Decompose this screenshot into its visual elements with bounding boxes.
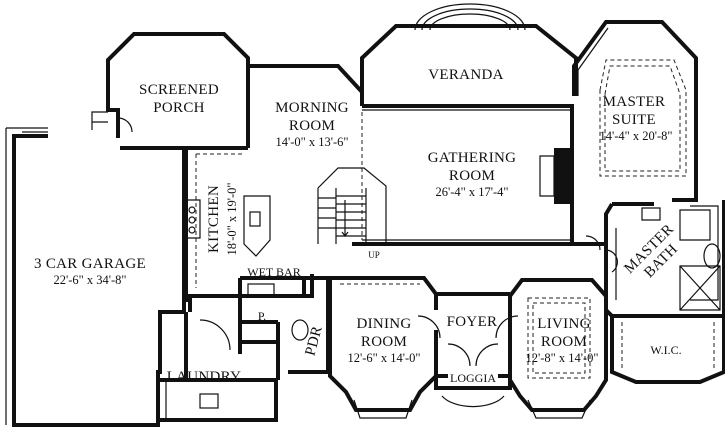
living-room-label-2: ROOM — [541, 334, 587, 350]
morning-room-label-1: MORNING — [275, 100, 349, 116]
morning-room-dims: 14'-0" x 13'-6" — [275, 135, 348, 149]
living-room-dims: 12'-8" x 14'-0" — [525, 351, 598, 365]
wic-label: W.I.C. — [650, 343, 681, 357]
master-suite-label-2: SUITE — [612, 112, 656, 128]
room-labels: SCREENED PORCH VERANDA MORNING ROOM 14'-… — [34, 67, 682, 385]
screened-porch-label-1: SCREENED — [139, 82, 219, 98]
screened-porch-walls — [106, 32, 250, 148]
pdr-label: PDR — [303, 324, 326, 357]
gathering-room-label-1: GATHERING — [428, 150, 517, 166]
laundry-walls — [158, 378, 278, 422]
veranda-label: VERANDA — [428, 67, 503, 83]
master-suite-walls — [572, 20, 698, 202]
loggia-label: LOGGIA — [450, 371, 496, 385]
garage-dims: 22'-6" x 34'-8" — [53, 273, 126, 287]
foyer-walls — [436, 292, 512, 378]
wet-bar-label: WET BAR — [247, 265, 300, 279]
master-bath-walls — [604, 200, 725, 318]
morning-room-walls — [186, 64, 364, 150]
kitchen-island — [243, 195, 271, 257]
stair — [317, 167, 387, 244]
pdr-walls — [288, 276, 330, 374]
wic-walls — [610, 316, 725, 384]
master-suite-label-1: MASTER — [603, 94, 666, 110]
living-room-walls — [508, 278, 608, 412]
dining-room-walls — [328, 276, 438, 412]
gathering-room-dims: 26'-4" x 17'-4" — [435, 185, 508, 199]
foyer-label: FOYER — [447, 314, 498, 330]
pantry-label: P. — [258, 309, 266, 323]
kitchen-dims: 18'-0" x 19'-0" — [225, 182, 239, 255]
dining-room-label-2: ROOM — [361, 334, 407, 350]
loggia-walls — [434, 366, 512, 390]
master-suite-dims: 14'-4" x 20'-8" — [599, 129, 672, 143]
veranda-walls — [360, 24, 578, 96]
dining-room-dims: 12'-6" x 14'-0" — [347, 351, 420, 365]
screened-porch-label-2: PORCH — [153, 100, 205, 116]
stair-up-label: UP — [368, 250, 380, 260]
laundry-label: LAUNDRY — [167, 369, 242, 385]
dining-room-label-1: DINING — [356, 316, 411, 332]
living-room-label-1: LIVING — [537, 316, 590, 332]
morning-room-label-2: ROOM — [289, 118, 335, 134]
walls — [5, 3, 725, 427]
kitchen-label: KITCHEN — [206, 185, 222, 253]
garage-label: 3 CAR GARAGE — [34, 256, 146, 272]
gathering-room-label-2: ROOM — [449, 168, 495, 184]
